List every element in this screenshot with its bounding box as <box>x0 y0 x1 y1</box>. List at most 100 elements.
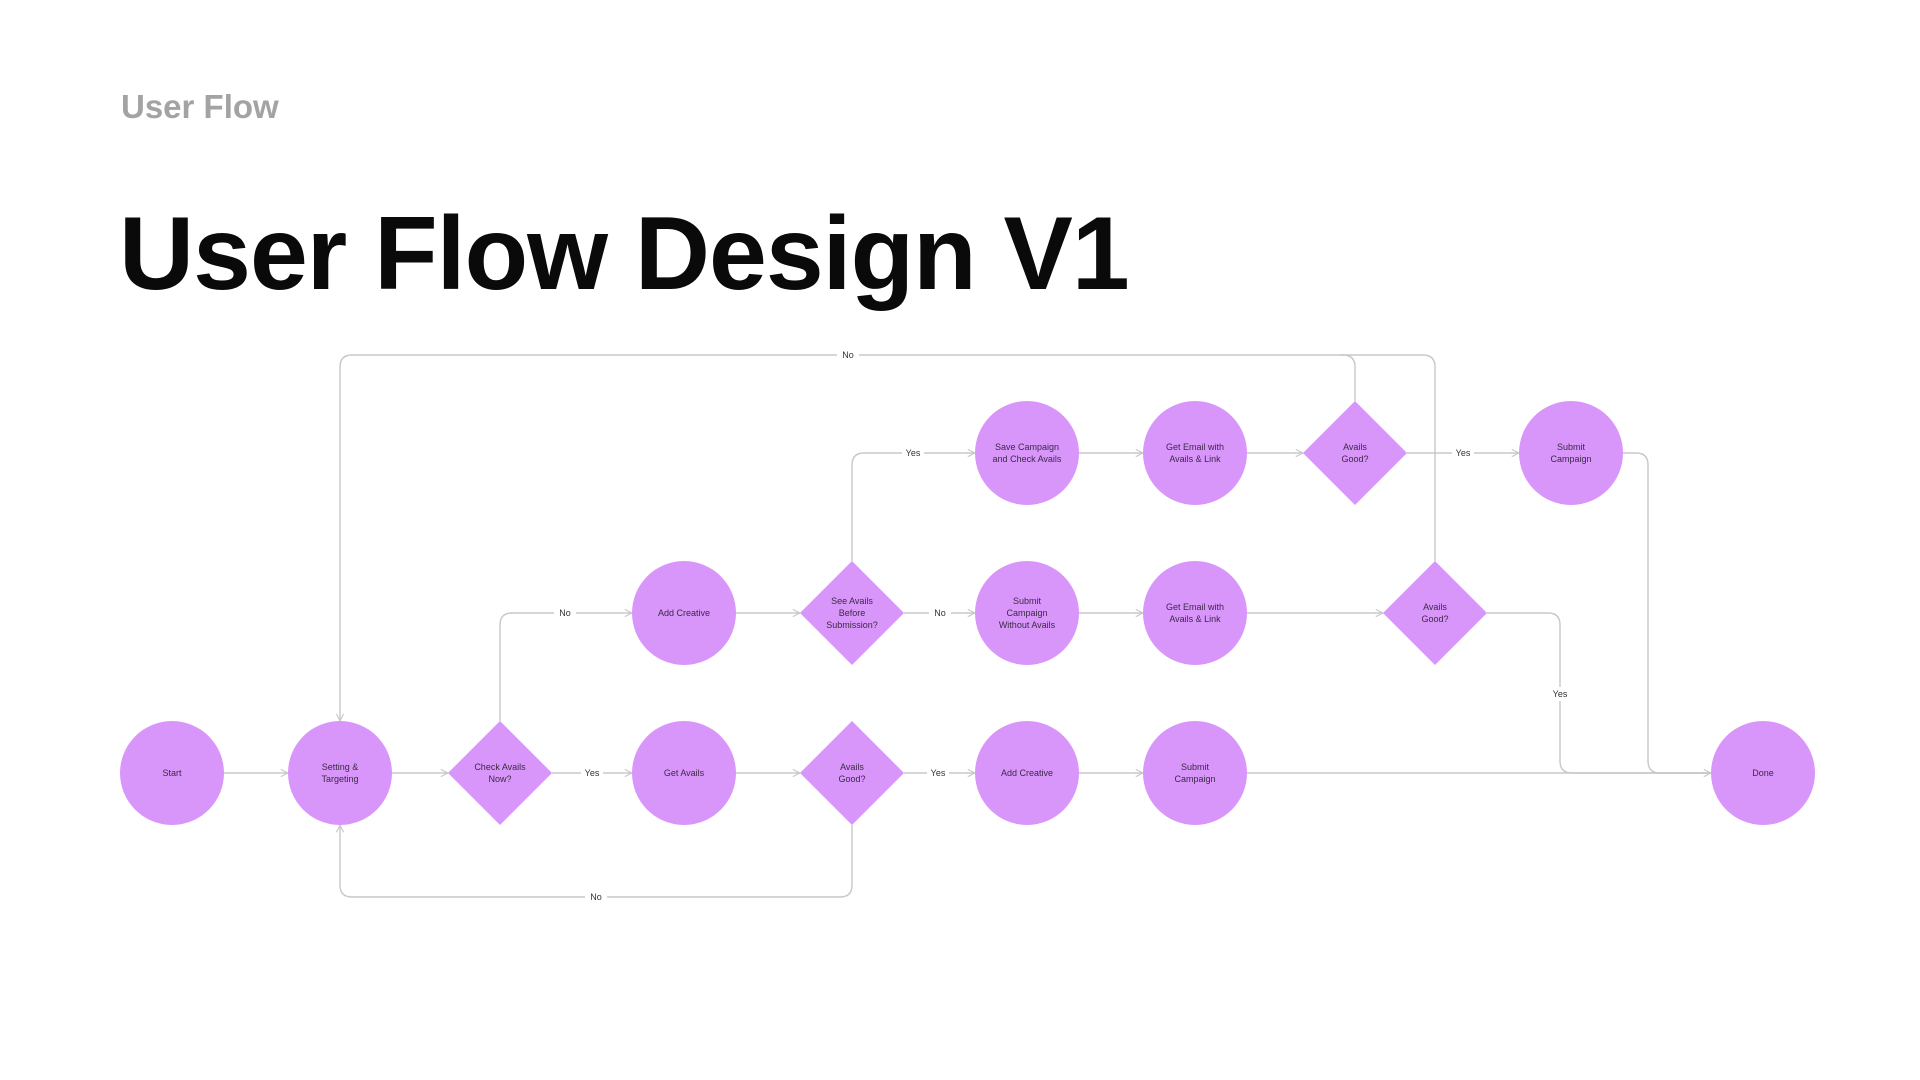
node-label: Good? <box>1421 614 1448 624</box>
node-label: Submit <box>1181 762 1210 772</box>
node-label: Good? <box>1341 454 1368 464</box>
node-label: Campaign <box>1006 608 1047 618</box>
node-label: Now? <box>488 774 511 784</box>
connector-line <box>340 825 853 898</box>
process-circle <box>1143 401 1247 505</box>
node-label: Get Email with <box>1166 602 1224 612</box>
node-label: Avails <box>1343 442 1367 452</box>
edge-good1-no-loop: No <box>340 825 853 904</box>
node-done: Done <box>1711 721 1815 825</box>
process-circle <box>1519 401 1623 505</box>
node-add-creative-2: Add Creative <box>632 561 736 665</box>
edge-see-avails-no: No <box>904 606 975 620</box>
edge-no-loop-top: No <box>340 348 1356 721</box>
node-label: Done <box>1752 768 1774 778</box>
node-start: Start <box>120 721 224 825</box>
edge-good2-no-up <box>1340 354 1436 561</box>
node-label: Submission? <box>826 620 878 630</box>
node-label: Add Creative <box>658 608 710 618</box>
connector-line <box>1340 354 1436 561</box>
node-label: Avails <box>1423 602 1447 612</box>
decision-diamond <box>800 561 904 665</box>
process-circle <box>632 561 736 665</box>
node-label: Campaign <box>1550 454 1591 464</box>
edge-label-bg <box>585 890 607 904</box>
connector-line <box>1623 452 1711 774</box>
node-label: Good? <box>838 774 865 784</box>
process-circle <box>120 721 224 825</box>
connector-line <box>499 613 632 721</box>
node-label: Avails <box>840 762 864 772</box>
edge-good1-to-add-creative: Yes <box>904 766 975 780</box>
node-get-avails: Get Avails <box>632 721 736 825</box>
connector-line <box>1487 612 1711 774</box>
edge-label-bg <box>927 766 949 780</box>
edge-label: Yes <box>585 768 600 778</box>
edge-submit2-to-done <box>1623 452 1711 774</box>
node-label: and Check Avails <box>993 454 1062 464</box>
process-circle <box>1711 721 1815 825</box>
node-setting: Setting & Targeting <box>288 721 392 825</box>
edge-label: No <box>559 608 571 618</box>
edge-label-bg <box>929 606 951 620</box>
node-label: Get Email with <box>1166 442 1224 452</box>
edge-label: No <box>842 350 854 360</box>
edge-label: Yes <box>1553 689 1568 699</box>
process-circle <box>632 721 736 825</box>
decision-diamond <box>800 721 904 825</box>
process-circle <box>1143 561 1247 665</box>
node-label: Save Campaign <box>995 442 1059 452</box>
node-label: See Avails <box>831 596 873 606</box>
process-circle <box>975 721 1079 825</box>
node-label: Check Avails <box>474 762 526 772</box>
edge-check-to-get-avails: Yes <box>552 766 632 780</box>
process-circle <box>975 401 1079 505</box>
node-label: Add Creative <box>1001 768 1053 778</box>
edge-label-bg <box>581 766 603 780</box>
edge-see-avails-yes: Yes <box>851 446 975 561</box>
node-label: Avails & Link <box>1169 454 1221 464</box>
process-circle <box>1143 721 1247 825</box>
decision-diamond <box>1383 561 1487 665</box>
edge-label: Yes <box>931 768 946 778</box>
node-save-campaign: Save Campaign and Check Avails <box>975 401 1079 505</box>
edge-good3-yes: Yes <box>1407 446 1519 460</box>
edge-label-bg <box>554 606 576 620</box>
node-label: Submit <box>1557 442 1586 452</box>
process-circle <box>975 561 1079 665</box>
eyebrow-label: User Flow <box>121 88 279 125</box>
edge-label: Yes <box>1456 448 1471 458</box>
node-label: Start <box>162 768 182 778</box>
connector-line <box>851 453 975 561</box>
node-label: Targeting <box>321 774 358 784</box>
edge-check-no-to-add-creative: No <box>499 606 632 721</box>
edge-good2-yes-to-done: Yes <box>1487 612 1711 774</box>
node-add-creative-1: Add Creative <box>975 721 1079 825</box>
node-label: Before <box>839 608 866 618</box>
edge-label: Yes <box>906 448 921 458</box>
node-label: Get Avails <box>664 768 705 778</box>
page-title: User Flow Design V1 <box>119 196 1130 312</box>
edge-label: No <box>590 892 602 902</box>
node-label: Setting & <box>322 762 359 772</box>
decision-diamond <box>1303 401 1407 505</box>
decision-diamond <box>448 721 552 825</box>
node-label: Campaign <box>1174 774 1215 784</box>
process-circle <box>288 721 392 825</box>
node-label: Submit <box>1013 596 1042 606</box>
edge-label-bg <box>837 348 859 362</box>
node-label: Avails & Link <box>1169 614 1221 624</box>
edge-label-bg <box>902 446 924 460</box>
